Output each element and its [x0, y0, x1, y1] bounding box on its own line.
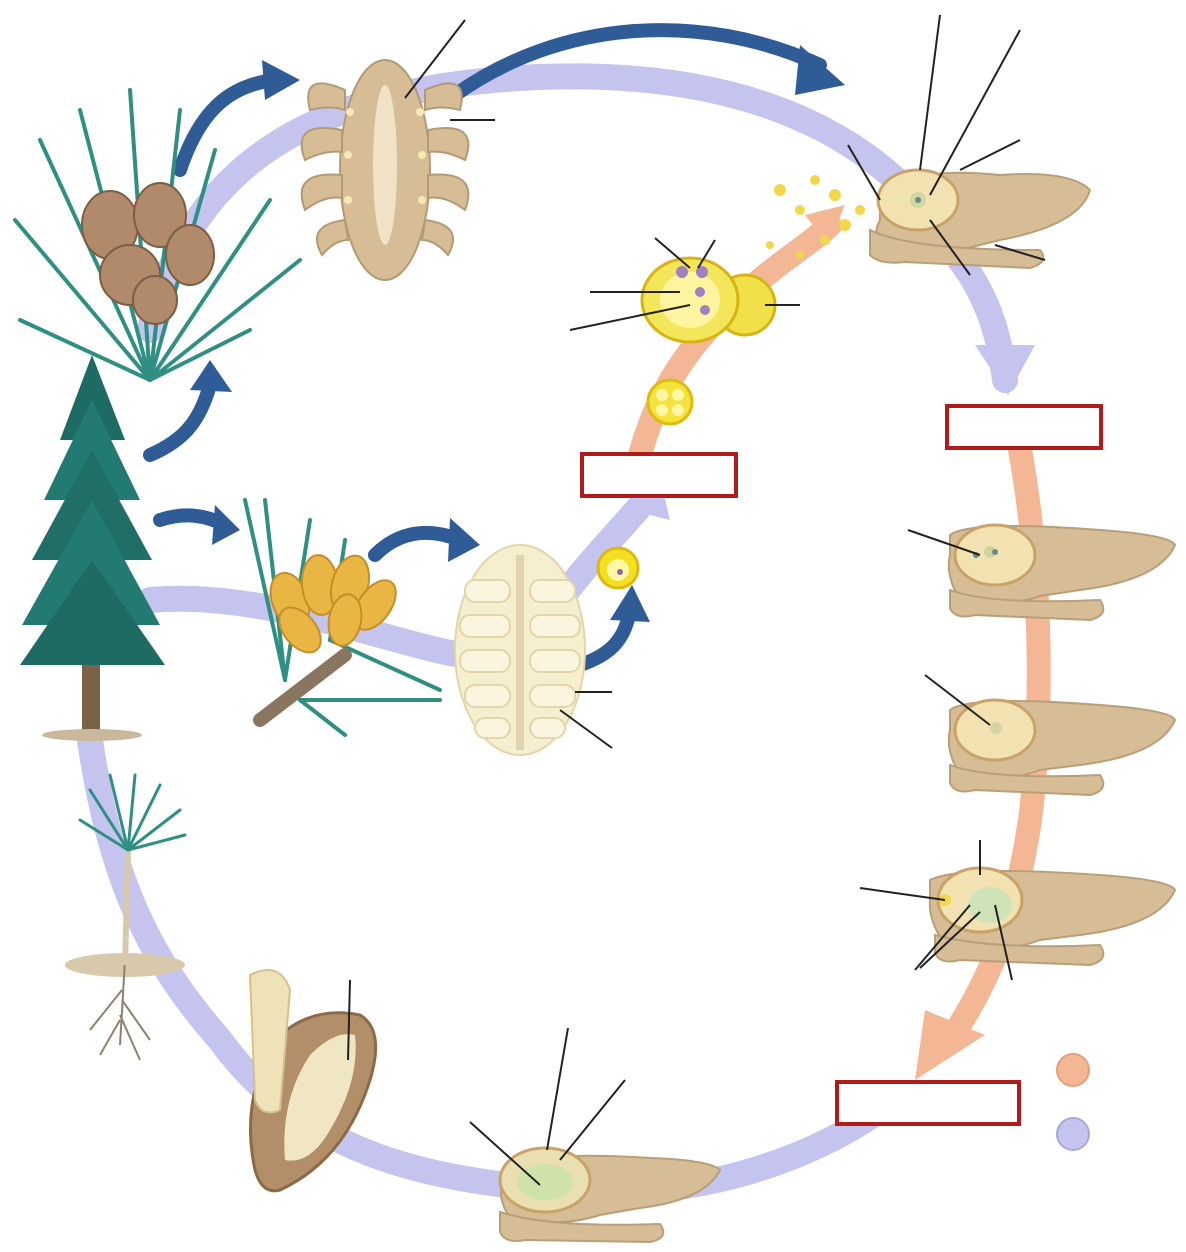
microspore-icon [598, 548, 638, 588]
pollen-stage-answer-box[interactable] [580, 452, 738, 498]
tetrad-icon [648, 380, 692, 424]
ovule-icon-bottom [500, 1148, 720, 1242]
mature-pine-tree-icon [20, 355, 165, 741]
diploid-stage-legend-dot [1056, 1117, 1090, 1151]
ovulate-cone-section-icon [302, 60, 469, 280]
fertilization-stage-answer-box[interactable] [835, 1080, 1021, 1126]
ovule-icon-mid1 [949, 525, 1175, 620]
diploid-arrowhead [975, 345, 1035, 395]
seedling-icon [65, 775, 185, 1060]
pollination-stage-answer-box[interactable] [945, 404, 1103, 450]
pollen-cone-section-icon [455, 545, 585, 755]
ovule-icon-mid3 [930, 868, 1175, 965]
ovule-icon-mid2 [949, 700, 1175, 795]
haploid-stage-legend-dot [1056, 1053, 1090, 1087]
ovule-icon-top [870, 170, 1090, 268]
